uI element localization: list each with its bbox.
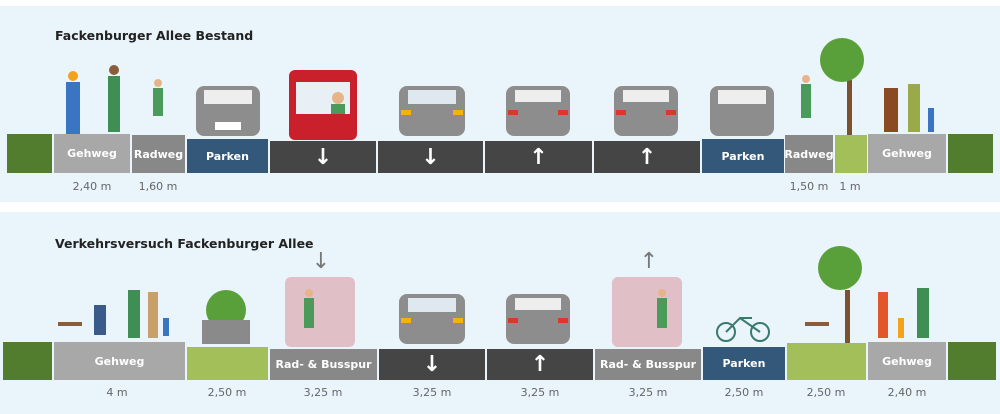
green-strip: [787, 343, 866, 380]
section-title-trial: Verkehrsversuch Fackenburger Allee: [55, 236, 314, 251]
lane-northbound: ↑: [487, 349, 593, 380]
car-front-icon: [399, 86, 465, 136]
sidewalk-segment: Gehweg: [868, 342, 946, 380]
lane-southbound: ↓: [378, 141, 483, 173]
parking-segment: Parken: [702, 139, 784, 173]
bike-lane-segment: Radweg: [784, 135, 834, 173]
width-label: 3,25 m: [520, 386, 560, 399]
green-strip: [187, 347, 268, 380]
cyclist-icon: [153, 79, 163, 116]
pedestrians-icon: [94, 290, 169, 338]
width-label: 2,50 m: [207, 386, 247, 399]
lane-southbound: ↓: [270, 141, 376, 173]
car-rear-icon: [506, 294, 570, 344]
bus-transparent-icon: [285, 277, 355, 347]
car-front-icon: [399, 294, 465, 344]
lane-northbound: ↑: [594, 141, 700, 173]
grass-strip: [948, 342, 996, 380]
planter-icon: [202, 290, 250, 344]
lane-northbound: ↑: [485, 141, 592, 173]
cyclist-icon: [801, 75, 811, 118]
parking-segment: Parken: [703, 347, 785, 380]
parked-car-icon: [710, 86, 774, 136]
sidewalk-segment: Gehweg: [54, 342, 185, 380]
pedestrians-icon: [884, 84, 934, 132]
width-label: 3,25 m: [412, 386, 452, 399]
direction-arrow-icon: ↑: [640, 249, 658, 274]
cyclist-icon: [657, 289, 667, 328]
bench-icon: [805, 322, 829, 326]
lane-southbound: ↓: [379, 349, 485, 380]
width-label: 2,50 m: [724, 386, 764, 399]
grass-strip: [948, 134, 993, 173]
sidewalk-segment: Gehweg: [54, 134, 130, 173]
width-label: 3,25 m: [628, 386, 668, 399]
width-label: 4 m: [106, 386, 128, 399]
pedestrians-icon: [878, 288, 929, 338]
parked-car-icon: [196, 86, 260, 136]
grass-strip: [7, 134, 52, 173]
tree-icon: [820, 38, 864, 135]
car-rear-icon: [506, 86, 570, 136]
width-label: 2,50 m: [806, 386, 846, 399]
bike-bus-lane-segment: Rad- & Busspur: [595, 349, 701, 380]
bench-icon: [58, 322, 82, 326]
width-label: 2,40 m: [72, 180, 112, 193]
sidewalk-segment: Gehweg: [868, 134, 946, 173]
width-label: 1,60 m: [138, 180, 178, 193]
bicycle-icon: [716, 316, 770, 342]
grass-strip: [3, 342, 52, 380]
bike-lane-segment: Radweg: [132, 135, 185, 173]
bus-transparent-icon: [612, 277, 682, 347]
direction-arrow-icon: ↓: [312, 249, 330, 274]
width-label: 3,25 m: [303, 386, 343, 399]
section-title-existing: Fackenburger Allee Bestand: [55, 28, 254, 43]
car-rear-icon: [614, 86, 678, 136]
tree-icon: [818, 246, 862, 343]
trial-cross-section-panel: [0, 212, 1000, 414]
width-label: 2,40 m: [887, 386, 927, 399]
pedestrians-icon: [66, 65, 120, 134]
width-label: 1 m: [839, 180, 861, 193]
green-strip: [835, 135, 867, 173]
bus-icon: [289, 70, 357, 140]
cyclist-icon: [304, 289, 314, 328]
bike-bus-lane-segment: Rad- & Busspur: [270, 349, 377, 380]
parking-segment: Parken: [187, 139, 268, 173]
width-label: 1,50 m: [789, 180, 829, 193]
